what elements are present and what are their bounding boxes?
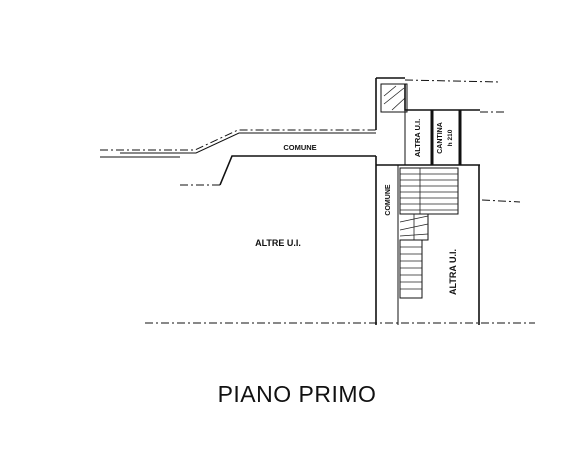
corridor-upper-wall-double xyxy=(120,132,376,154)
landing-stair-lines xyxy=(383,85,406,111)
staircase-turn-treads xyxy=(399,214,429,240)
landing-box xyxy=(380,83,408,113)
label-comune-stair: COMUNE xyxy=(385,184,392,215)
label-cantina-height: h 210 xyxy=(447,129,454,146)
corridor-upper-wall xyxy=(100,129,376,151)
tower-top-right-dashed xyxy=(404,79,501,83)
staircase-lower xyxy=(399,239,423,299)
corridor-lower-wall-main xyxy=(219,155,376,186)
right-exterior-dashed xyxy=(481,199,521,203)
label-altre-ui-main: ALTRE U.I. xyxy=(255,238,301,248)
label-altra-ui-right: ALTRA U.I. xyxy=(448,249,458,295)
staircase-upper-treads xyxy=(400,168,458,214)
staircase-upper xyxy=(399,167,459,215)
plan-title: PIANO PRIMO xyxy=(217,381,377,407)
staircase-lower-treads xyxy=(400,246,422,290)
label-comune-corridor: COMUNE xyxy=(283,143,316,152)
upper-right-wall xyxy=(404,84,480,111)
label-altra-ui-top: ALTRA U.I. xyxy=(413,119,422,157)
label-cantina: CANTINA xyxy=(437,122,444,154)
